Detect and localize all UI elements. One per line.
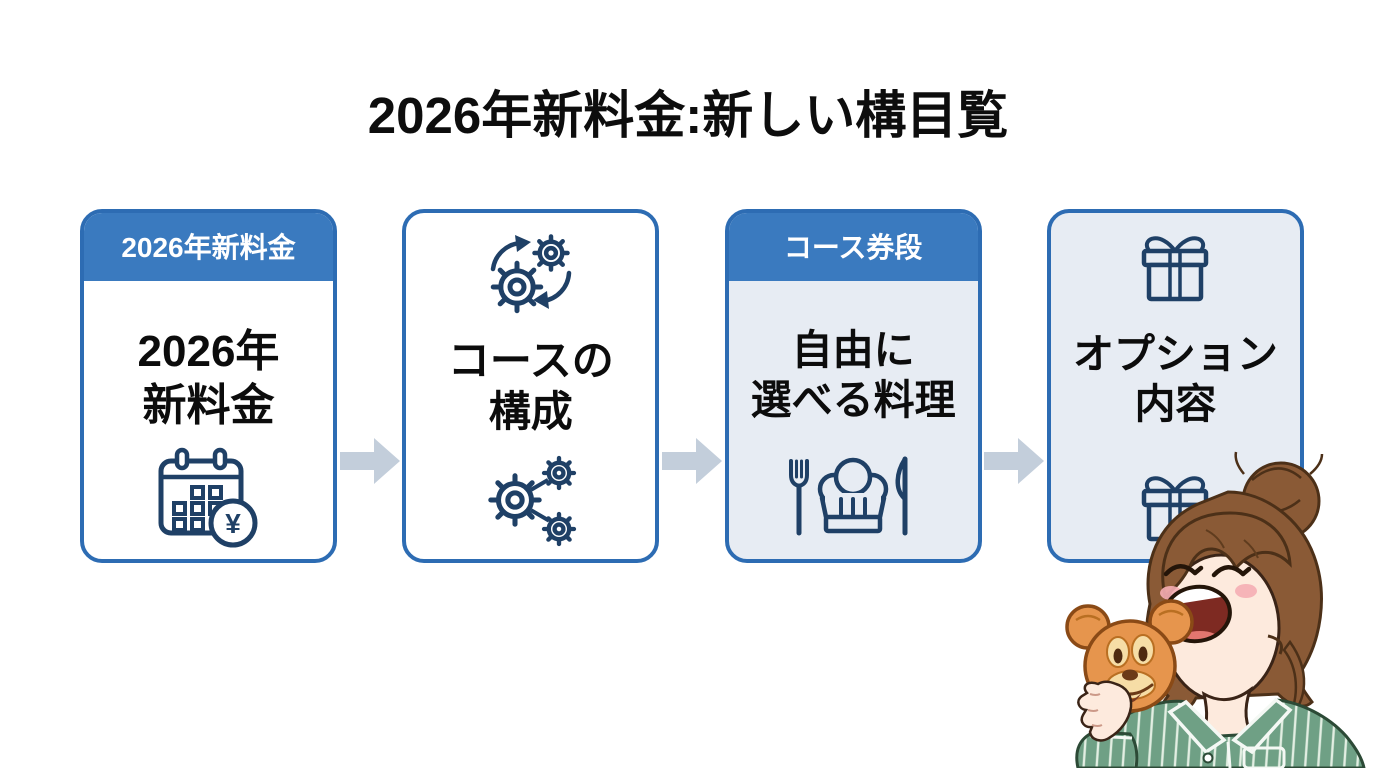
neck [1197,685,1257,740]
yen-symbol: ¥ [225,508,241,539]
flow-arrow-icon [984,438,1045,484]
step-card-free-choice-title: 自由に 選べる料理 [750,327,956,424]
closed-eyes [1163,564,1252,578]
gears-network-icon [479,453,583,549]
step-card-pricing-title: 2026年 新料金 [137,327,280,430]
bangs [1161,511,1292,599]
page-title: 2026年新料金:新しい構目覧 [367,87,1009,144]
step-card-course-structure: コースの 構成 [402,209,660,563]
gears-sync-icon [490,227,572,319]
step-card-free-choice-badge: コース券段 [728,213,978,281]
step-card-options-title: オプション 内容 [1072,331,1278,428]
cutlery-chef-hat-icon [789,456,908,536]
step-card-course-structure-title: コースの 構成 [447,337,614,436]
step-card-pricing-badge: 2026年新料金 [84,213,333,281]
calendar-yen-icon: ¥ [158,447,257,548]
blush [1160,584,1257,600]
gift-icon [1142,236,1209,302]
flow-arrow-icon [339,438,400,484]
mickey-pastry [1065,599,1194,713]
hand [1077,680,1133,742]
woman-eating-mickey-pastry-illustration [1065,451,1366,768]
step-card-free-choice: コース券段 自由に 選べる料理 [724,209,982,563]
step-card-pricing: 2026年新料金 2026年 新料金 ¥ [80,209,337,563]
flow-arrow-icon [661,438,722,484]
